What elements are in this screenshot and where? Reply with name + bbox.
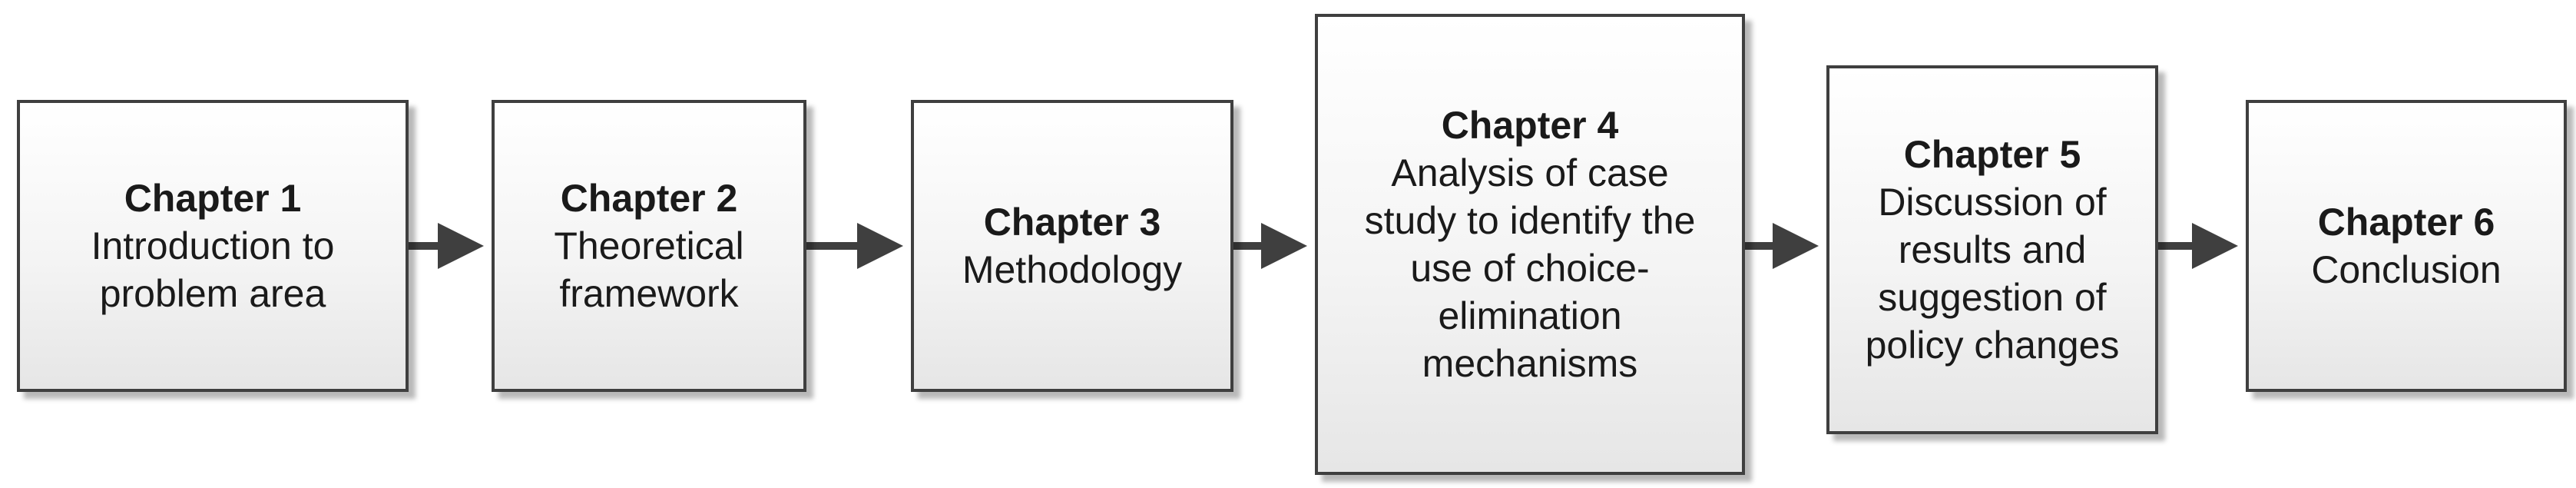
chapter-1-description: Introduction to problem area — [91, 224, 335, 315]
chapter-6-description: Conclusion — [2311, 248, 2502, 291]
chapter-6-title: Chapter 6 — [2317, 201, 2495, 244]
chapter-1-title: Chapter 1 — [124, 177, 302, 220]
chapter-4-title: Chapter 4 — [1441, 104, 1619, 147]
chapter-3-title: Chapter 3 — [983, 201, 1161, 244]
chapter-2-box: Chapter 2 Theoretical framework — [492, 100, 806, 392]
chapter-2-title: Chapter 2 — [560, 177, 738, 220]
chapter-5-description: Discussion of results and suggestion of … — [1865, 181, 2120, 367]
chapter-4-box: Chapter 4 Analysis of case study to iden… — [1315, 14, 1745, 475]
chapter-3-description: Methodology — [962, 248, 1183, 291]
chapter-4-description: Analysis of case study to identify the u… — [1364, 151, 1696, 385]
chapter-5-title: Chapter 5 — [1903, 133, 2081, 176]
chapter-3-box: Chapter 3 Methodology — [911, 100, 1233, 392]
chapter-5-box: Chapter 5 Discussion of results and sugg… — [1826, 65, 2158, 434]
chapter-6-box: Chapter 6 Conclusion — [2246, 100, 2567, 392]
chapter-2-description: Theoretical framework — [554, 224, 744, 315]
chapter-1-box: Chapter 1 Introduction to problem area — [17, 100, 409, 392]
